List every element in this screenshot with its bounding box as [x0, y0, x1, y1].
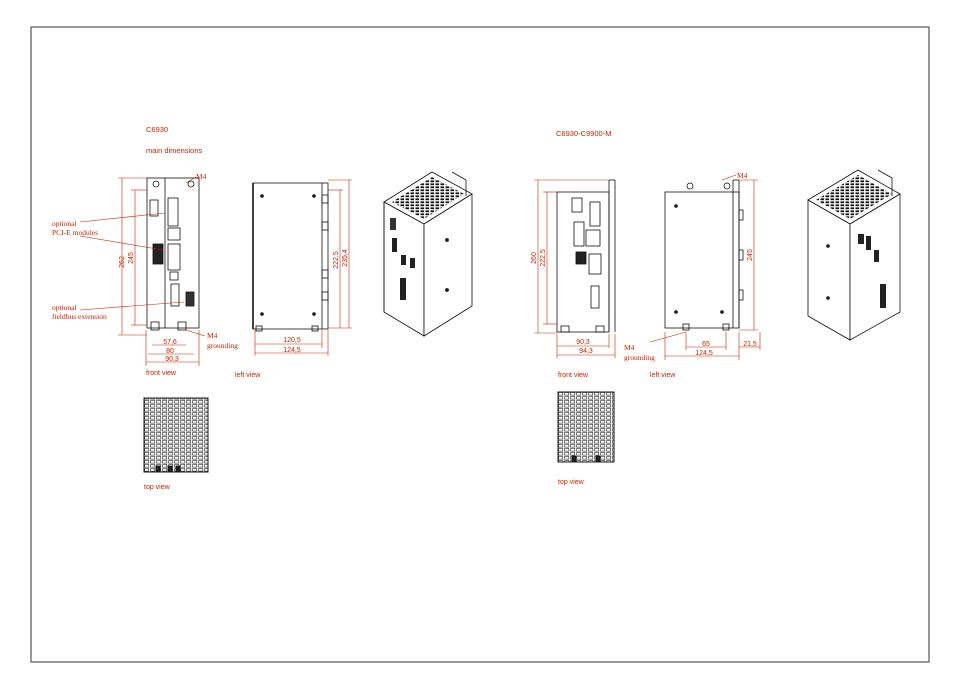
left-front-width-90-3: 90,3	[165, 356, 179, 363]
right-side-width-21-5: 21,5	[743, 341, 757, 348]
right-model-title: C6930-C9900-M	[556, 129, 611, 138]
right-front-height-260: 260	[531, 252, 538, 264]
left-side-view	[252, 182, 329, 332]
left-front-width-80: 80	[166, 348, 174, 355]
right-side-view-caption: left view	[650, 372, 676, 379]
left-side-height-222-5: 222,5	[333, 251, 340, 269]
right-front-width-94-3: 94,3	[579, 348, 593, 355]
page-frame	[30, 26, 930, 663]
left-front-width-57-6: 57,6	[163, 339, 177, 346]
left-front-view	[146, 177, 200, 331]
left-side-height-235-4: 235,4	[342, 249, 349, 267]
left-top-view-caption: top view	[144, 484, 171, 491]
right-top-view-caption: top view	[558, 479, 585, 486]
right-front-dimensions	[534, 174, 737, 358]
left-side-width-124-5: 124,5	[283, 347, 301, 354]
left-model-title: C6930	[146, 125, 168, 134]
right-front-view-caption: front view	[558, 372, 589, 379]
right-top-view	[557, 391, 615, 463]
left-grounding-label: grounding	[207, 341, 238, 350]
left-fieldbus-label-line2: fieldbus extension	[52, 312, 107, 321]
right-side-width-65: 65	[702, 341, 710, 348]
left-side-dimensions	[254, 179, 352, 356]
right-grounding-label: grounding	[624, 353, 655, 362]
left-m4-bottom-label: M4	[207, 331, 218, 340]
left-m4-top-label: M4	[196, 172, 207, 181]
right-front-view	[556, 179, 616, 333]
right-front-height-222-5: 222,5	[540, 249, 547, 267]
right-side-height-245: 245	[747, 249, 754, 261]
right-side-view	[664, 179, 744, 331]
right-m4-top-label: M4	[737, 171, 748, 180]
left-model-subtitle: main dimensions	[146, 146, 203, 155]
left-pcie-label-line1: optional	[52, 219, 77, 228]
right-isometric-view	[807, 169, 901, 341]
right-m4-bottom-label: M4	[624, 343, 635, 352]
left-front-dimensions	[79, 176, 206, 366]
right-side-width-124-5: 124,5	[695, 350, 713, 357]
left-top-view	[143, 397, 209, 473]
left-side-view-caption: left view	[235, 372, 261, 379]
right-front-width-90-3: 90,3	[576, 339, 590, 346]
left-front-view-caption: front view	[146, 370, 177, 377]
left-front-height-245: 245	[128, 252, 135, 264]
left-side-width-120-5: 120,5	[283, 337, 301, 344]
left-front-height-262: 262	[119, 256, 126, 268]
right-side-dimensions	[664, 179, 761, 360]
left-fieldbus-label-line1: optional	[52, 303, 77, 312]
left-isometric-view	[383, 171, 473, 337]
left-pcie-label-line2: PCI-E modules	[52, 228, 98, 237]
